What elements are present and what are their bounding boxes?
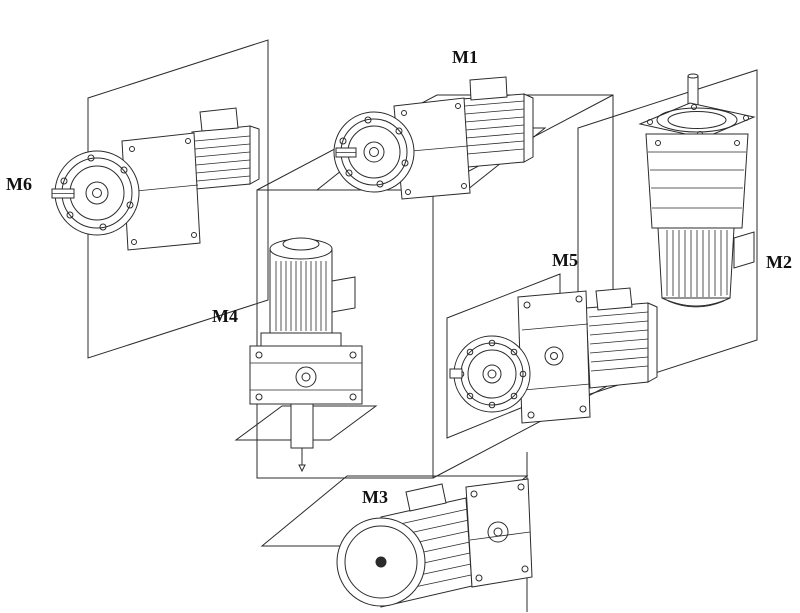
output-flange-m5 <box>453 335 531 413</box>
gear-housing-m3 <box>465 478 533 588</box>
motor-body-m6 <box>191 125 251 190</box>
fan-cover-m5 <box>647 302 658 383</box>
motor-body-m2 <box>657 227 735 299</box>
gear-housing-m4 <box>249 345 363 405</box>
output-shaft-m5 <box>449 368 463 379</box>
label-m4: M4 <box>212 306 238 326</box>
output-shaft-tip-m4 <box>298 464 306 473</box>
gearmotor-m1-drawing <box>333 76 534 200</box>
output-flange-m1 <box>333 111 415 193</box>
gear-housing-m2 <box>645 133 749 229</box>
fan-cover-m6 <box>249 125 260 185</box>
output-hub-m4 <box>290 403 314 449</box>
label-m1: M1 <box>452 47 478 67</box>
gearmotor-m5-drawing <box>449 287 658 424</box>
label-m5: M5 <box>552 250 578 270</box>
label-m6: M6 <box>6 174 32 194</box>
gearmotor-m2-drawing <box>638 73 756 308</box>
gearmotor-m4-drawing <box>249 237 363 473</box>
fan-cover-m2 <box>661 297 731 307</box>
terminal-box-m3 <box>405 483 447 512</box>
terminal-box-m1 <box>469 76 508 101</box>
mounting-plate-m6 <box>87 39 269 359</box>
terminal-box-m6 <box>199 107 239 132</box>
terminal-box-m2 <box>733 231 755 269</box>
gearmotor-m6-drawing <box>51 107 260 251</box>
motor-body-m5 <box>585 302 649 389</box>
terminal-box-m5 <box>595 287 633 311</box>
gearmotor-m3-drawing <box>336 478 533 608</box>
terminal-box-m4 <box>331 276 356 313</box>
label-m3: M3 <box>362 487 388 507</box>
fan-cover-m1 <box>523 93 534 163</box>
position-labels: M1 M2 M3 M4 M5 M6 <box>6 47 792 507</box>
label-m2: M2 <box>766 252 792 272</box>
gear-housing-m5 <box>517 290 591 424</box>
